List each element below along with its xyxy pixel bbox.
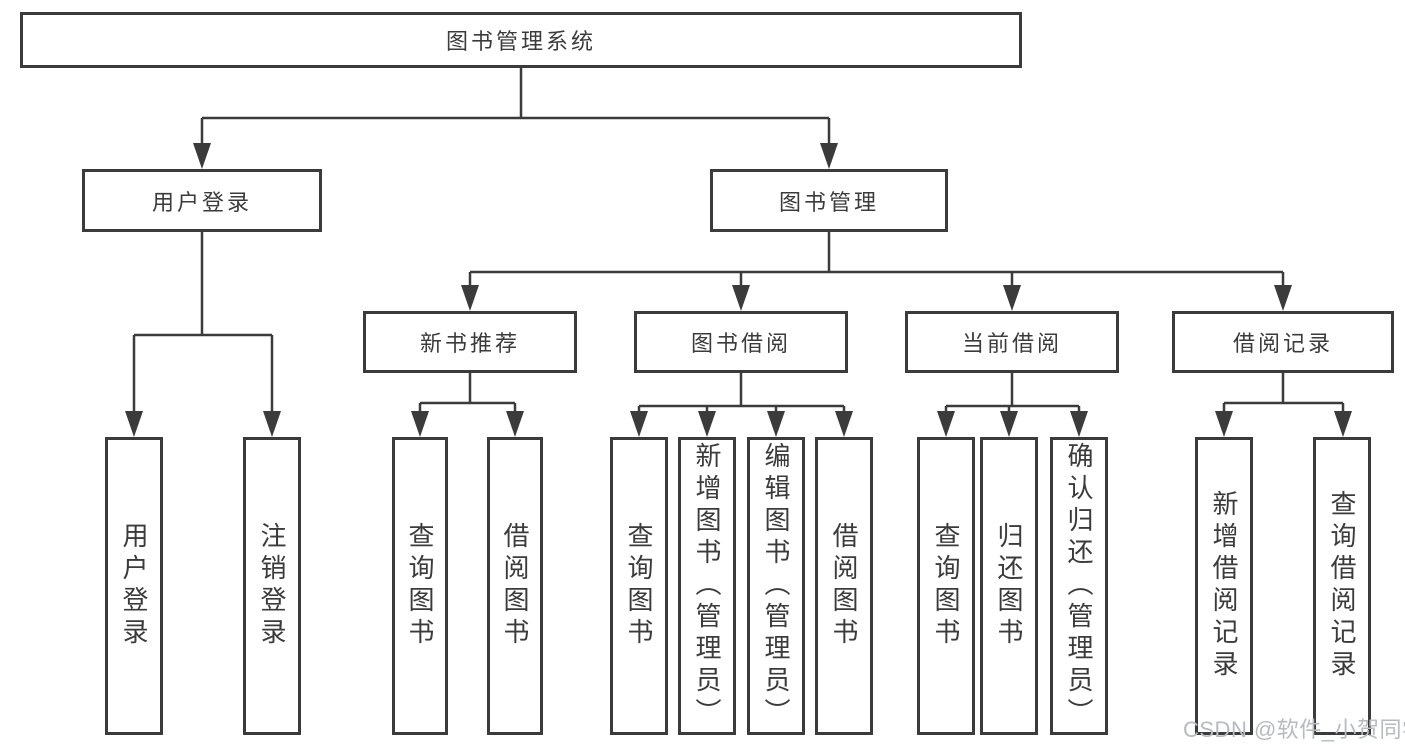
node-new-book-recommendation: 新书推荐 xyxy=(363,311,577,373)
node-book-management: 图书管理 xyxy=(710,169,948,232)
leaf-query-books-borrowing: 查询图书 xyxy=(610,437,668,735)
node-user-login: 用户登录 xyxy=(82,169,322,232)
leaf-return-books: 归还图书 xyxy=(980,437,1038,735)
leaf-query-books-recommendation: 查询图书 xyxy=(392,437,448,735)
leaf-confirm-return-admin: 确认归还（管理员） xyxy=(1050,437,1108,735)
node-book-borrowing: 图书借阅 xyxy=(634,311,848,373)
leaf-add-borrow-record: 新增借阅记录 xyxy=(1195,437,1253,735)
node-borrowing-records: 借阅记录 xyxy=(1172,311,1394,373)
leaf-logout: 注销登录 xyxy=(243,437,301,735)
leaf-user-login: 用户登录 xyxy=(105,437,163,735)
csdn-watermark: CSDN @软件_小贺同学 xyxy=(1183,717,1405,742)
node-current-borrowing: 当前借阅 xyxy=(905,311,1119,373)
leaf-add-books-admin: 新增图书（管理员） xyxy=(678,437,736,735)
node-library-management-system: 图书管理系统 xyxy=(20,12,1022,68)
leaf-borrow-books-recommendation: 借阅图书 xyxy=(487,437,543,735)
leaf-borrow-books: 借阅图书 xyxy=(815,437,873,735)
leaf-query-books-current: 查询图书 xyxy=(917,437,975,735)
leaf-query-borrow-record: 查询借阅记录 xyxy=(1313,437,1371,735)
leaf-edit-books-admin: 编辑图书（管理员） xyxy=(747,437,805,735)
